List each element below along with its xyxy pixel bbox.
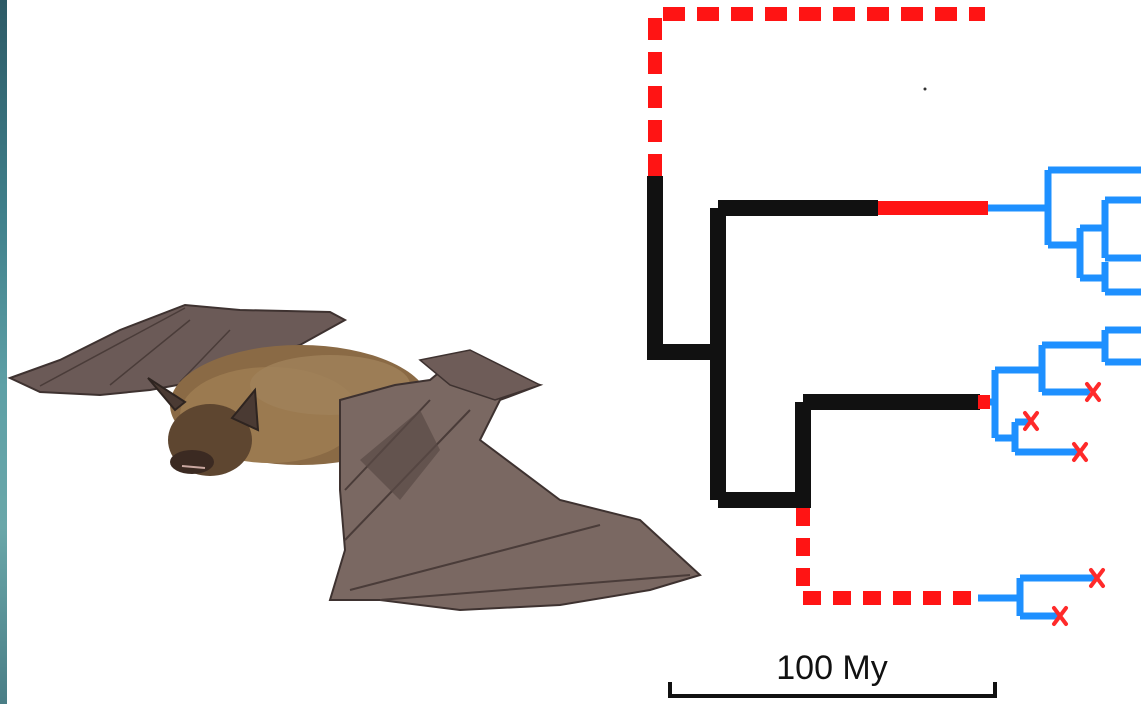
ghost-lineage-top bbox=[655, 14, 985, 176]
scale-bar-label: 100 My bbox=[668, 648, 996, 688]
living-clade-upper bbox=[988, 170, 1141, 292]
ghost-lineage-bottom bbox=[803, 508, 978, 598]
stray-dot bbox=[924, 88, 927, 91]
red-lineage-segments bbox=[878, 208, 990, 402]
stem-lineages bbox=[655, 176, 980, 508]
living-clade-middle bbox=[990, 330, 1141, 452]
living-clade-lower bbox=[978, 578, 1095, 616]
